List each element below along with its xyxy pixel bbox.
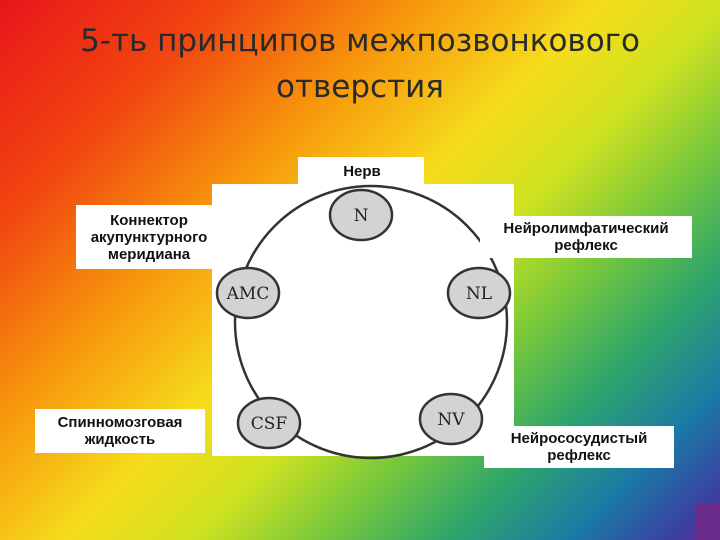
node-n-circle <box>328 188 394 242</box>
label-neurolymphatic-line2: рефлекс <box>554 237 618 254</box>
label-neurolymphatic: Нейролимфатический рефлекс <box>480 216 692 258</box>
node-nv: NV <box>418 392 484 446</box>
label-neurolymphatic-line1: Нейролимфатический <box>503 220 669 237</box>
cycle-ring <box>233 184 509 460</box>
label-neurovascular: Нейрососудистый рефлекс <box>484 426 674 468</box>
label-connector: Коннектор акупунктурного меридиана <box>76 205 222 269</box>
node-nl-label: NL <box>466 284 492 304</box>
label-csf-line2: жидкость <box>84 431 156 448</box>
node-csf-label: CSF <box>251 414 288 434</box>
label-nerve-text: Нерв <box>343 162 381 180</box>
label-connector-line3: меридиана <box>107 245 191 263</box>
corner-accent <box>696 504 720 540</box>
label-neurovascular-line2: рефлекс <box>547 447 611 464</box>
node-n-label: N <box>354 206 369 226</box>
node-nv-circle <box>418 392 484 446</box>
node-csf-circle <box>236 396 302 450</box>
label-connector-line2: акупунктурного <box>90 228 208 246</box>
node-nl-circle <box>446 266 512 320</box>
node-nv-label: NV <box>437 410 465 430</box>
node-nl: NL <box>446 266 512 320</box>
node-csf: CSF <box>236 396 302 450</box>
label-csf-line1: Спинномозговая <box>57 414 183 431</box>
node-amc-label: AMC <box>226 284 270 304</box>
label-csf: Спинномозговая жидкость <box>35 409 205 453</box>
title-line-2: отверстия <box>276 69 444 105</box>
label-nerve: Нерв <box>330 160 394 182</box>
node-amc: AMC <box>215 266 281 320</box>
title-line-1: 5-ть принципов межпозвонкового <box>80 23 640 59</box>
node-n: N <box>328 188 394 242</box>
node-amc-circle <box>215 266 281 320</box>
label-neurovascular-line1: Нейрососудистый <box>510 430 648 447</box>
slide-title: 5-ть принципов межпозвонкового отверстия <box>0 18 720 110</box>
label-connector-line1: Коннектор <box>110 211 188 229</box>
